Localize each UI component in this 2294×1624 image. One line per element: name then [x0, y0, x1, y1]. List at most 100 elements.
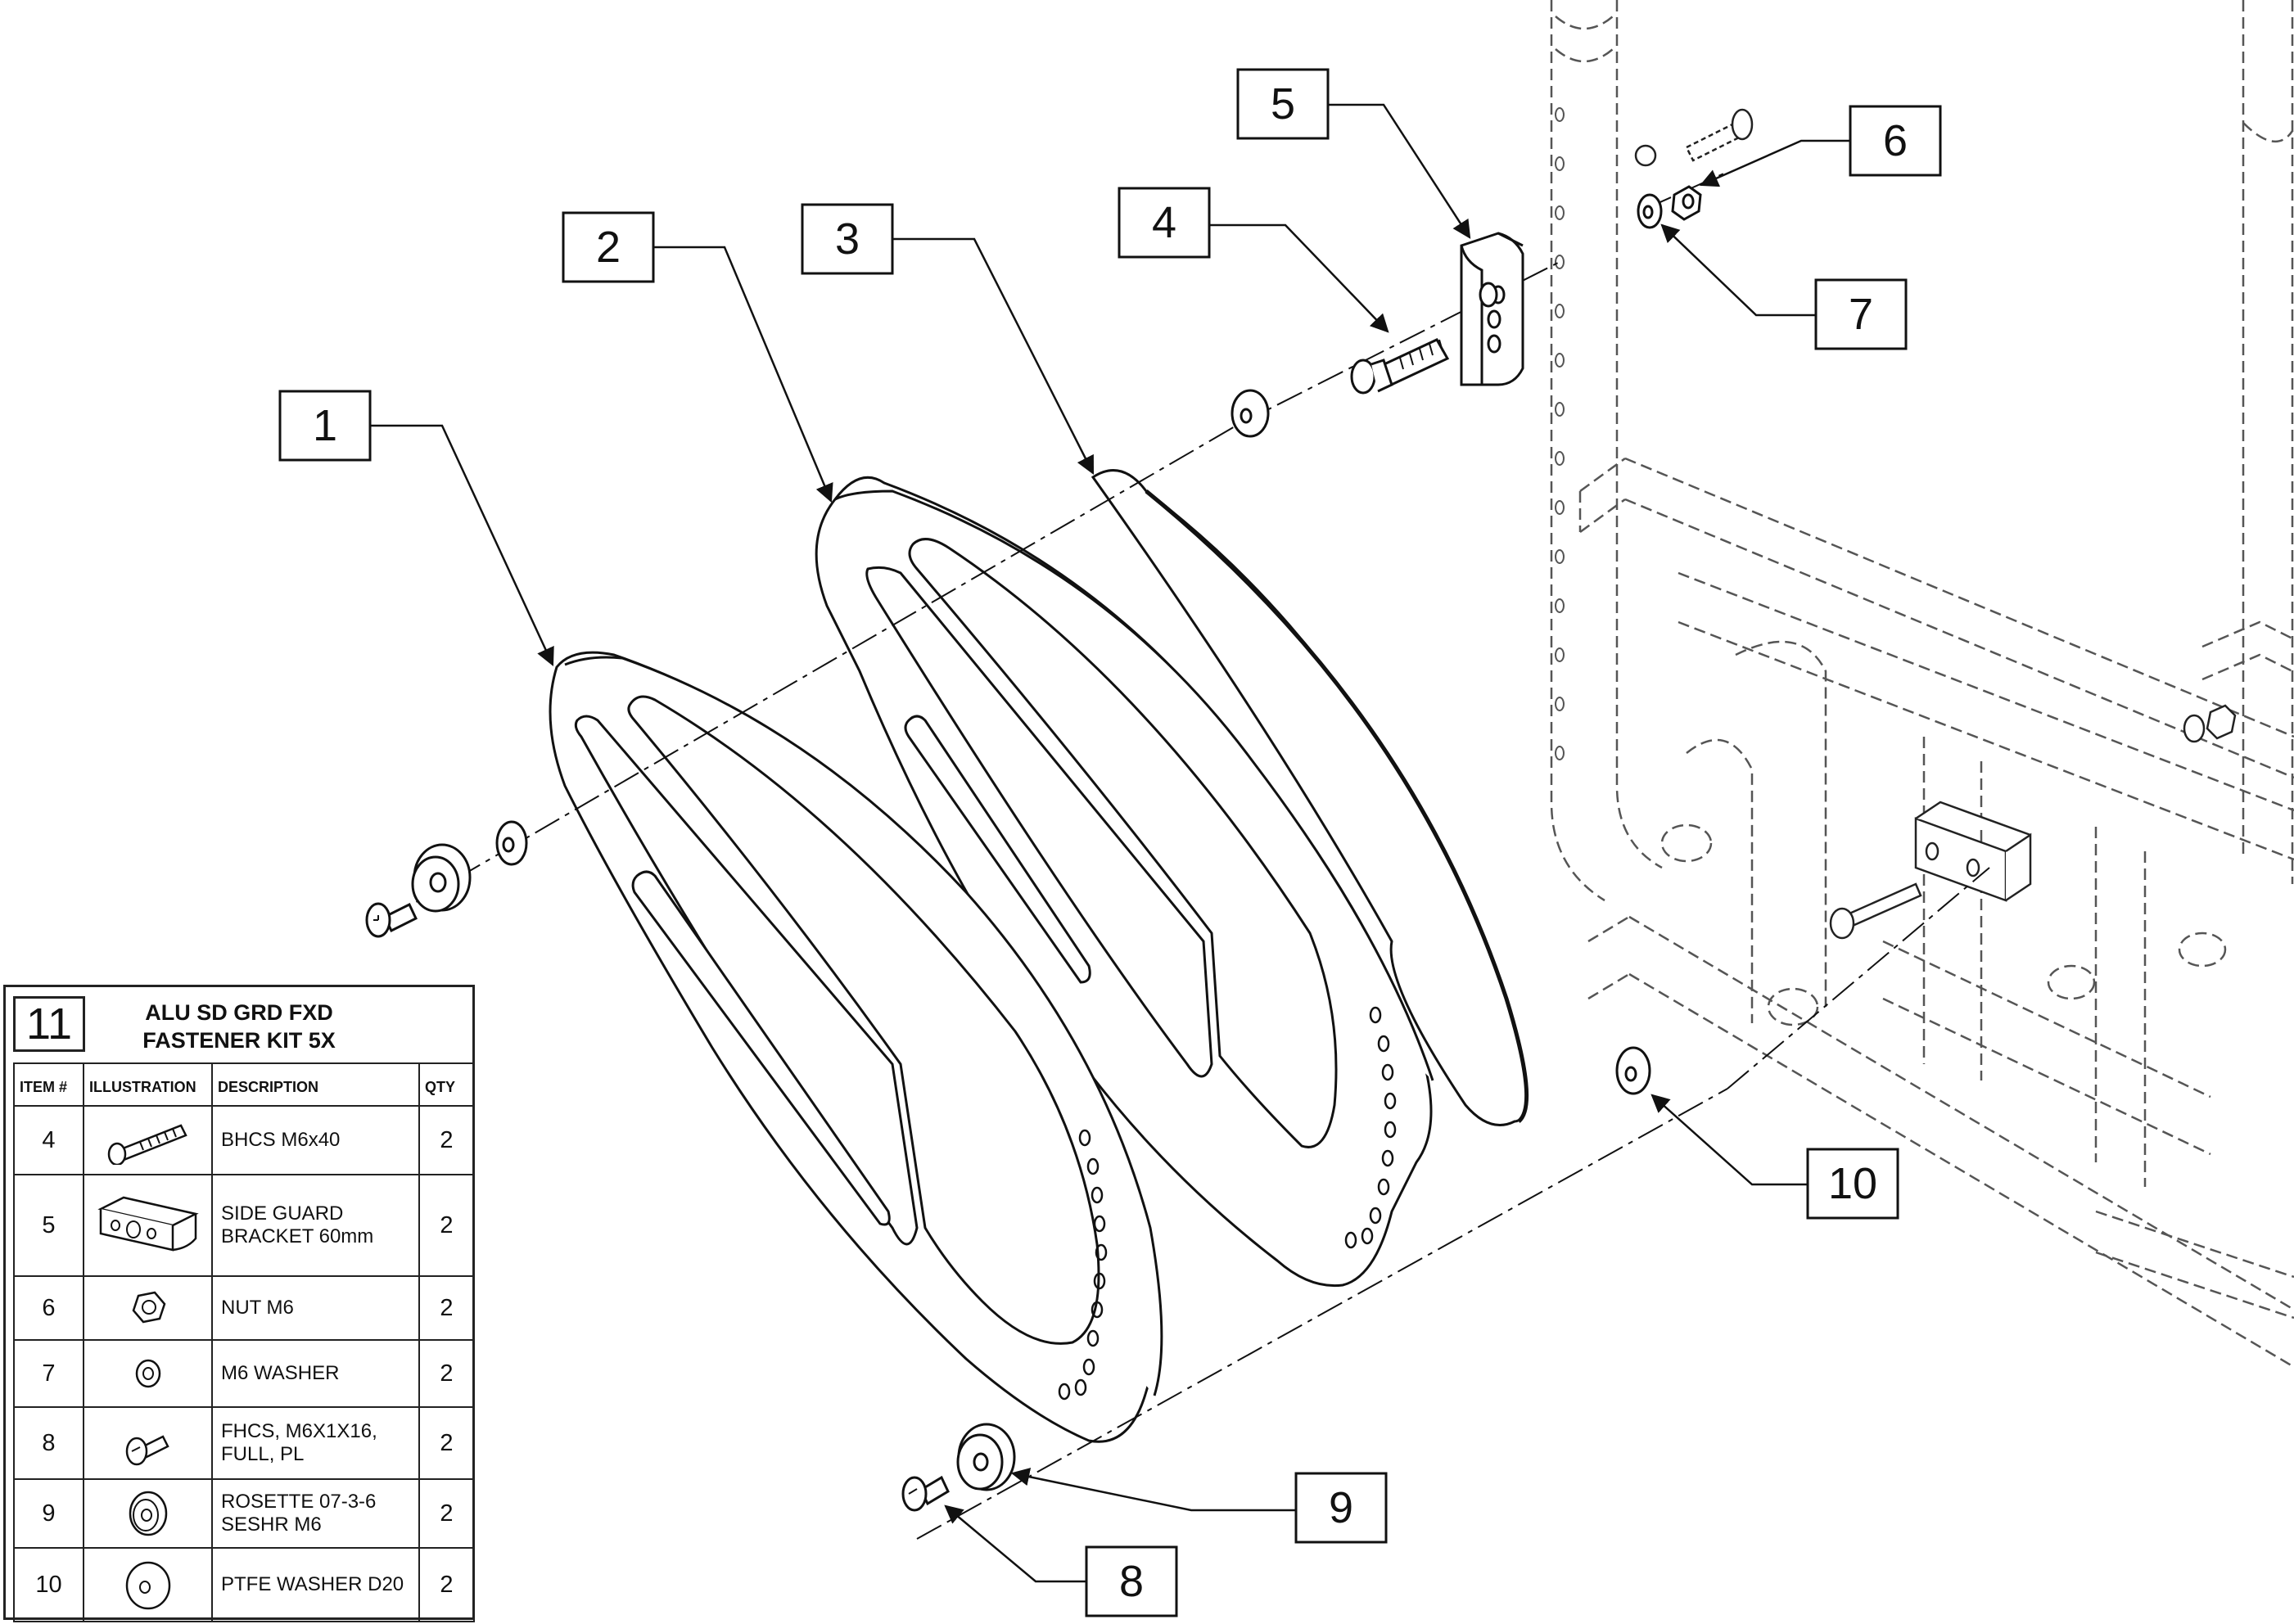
washer-icon	[135, 1359, 160, 1388]
callout-6: 6	[1699, 105, 1942, 187]
desc-line-2: SESHR M6	[221, 1513, 322, 1536]
screw-upper-left	[365, 902, 418, 938]
bolt-item-4	[1350, 338, 1450, 395]
screw-item-8	[901, 1475, 950, 1512]
kit-item-number: 11	[13, 996, 85, 1052]
svg-text:10: 10	[1828, 1159, 1877, 1208]
side-guard-plate-2	[815, 476, 1434, 1288]
desc-line-1: BHCS M6x40	[221, 1129, 341, 1151]
desc-line-2: BRACKET 60mm	[221, 1225, 374, 1247]
frame-holes	[1555, 107, 1565, 760]
header-qty: QTY	[418, 1062, 475, 1107]
desc-line-1: FHCS, M6X1X16,	[221, 1420, 377, 1442]
row-qty: 2	[418, 1174, 475, 1277]
plate-1-holes	[1058, 1129, 1108, 1401]
table-row: 10 PTFE WASHER D20 2	[13, 1547, 475, 1622]
row-qty: 2	[418, 1339, 475, 1408]
desc-line-1: M6 WASHER	[221, 1362, 340, 1384]
table-row: 4 BHCS M6x40 2	[13, 1105, 475, 1175]
desc-line-2: FULL, PL	[221, 1443, 305, 1465]
side-guard-plate-1	[549, 651, 1163, 1443]
flat-screw-icon	[125, 1435, 169, 1466]
header-item: ITEM #	[13, 1062, 84, 1107]
header-description: DESCRIPTION	[211, 1062, 420, 1107]
callout-4: 4	[1118, 187, 1389, 333]
callout-3: 3	[801, 203, 1095, 476]
row-description: M6 WASHER	[211, 1339, 420, 1408]
row-qty: 2	[418, 1275, 475, 1341]
rosette-item-9	[956, 1423, 1016, 1491]
kit-title-line-1: ALU SD GRD FXD	[145, 1000, 333, 1025]
svg-text:3: 3	[835, 214, 860, 264]
row-item: 10	[13, 1547, 84, 1622]
row-description: ROSETTE 07-3-6 SESHR M6	[211, 1478, 420, 1549]
row-illustration	[83, 1406, 213, 1480]
table-row: 5 SIDE GUARD BRACKET 60mm 2	[13, 1174, 475, 1277]
row-illustration	[83, 1478, 213, 1549]
svg-text:1: 1	[313, 401, 337, 450]
row-item: 4	[13, 1105, 84, 1175]
parts-table: ITEM # ILLUSTRATION DESCRIPTION QTY 4 BH…	[13, 1062, 475, 1622]
row-description: BHCS M6x40	[211, 1105, 420, 1175]
bracket-item-5	[1460, 232, 1524, 386]
callout-9: 9	[1010, 1468, 1388, 1544]
row-illustration	[83, 1174, 213, 1277]
washer-upper-left	[495, 820, 528, 866]
fastener-hardware	[365, 185, 1702, 1512]
washer-item-7	[1637, 193, 1663, 229]
nut-item-6	[1671, 185, 1702, 221]
frame-side-hardware	[1634, 108, 2237, 940]
row-item: 5	[13, 1174, 84, 1277]
rosette-upper-left	[411, 843, 472, 913]
row-item: 8	[13, 1406, 84, 1480]
row-description: SIDE GUARD BRACKET 60mm	[211, 1174, 420, 1277]
row-item: 6	[13, 1275, 84, 1341]
wheelchair-frame-phantom	[1550, 0, 2294, 1369]
rosette-icon	[129, 1491, 167, 1536]
row-illustration	[83, 1547, 213, 1622]
header-illustration: ILLUSTRATION	[83, 1062, 213, 1107]
desc-line-1: SIDE GUARD	[221, 1202, 344, 1225]
svg-text:7: 7	[1849, 290, 1873, 339]
row-qty: 2	[418, 1105, 475, 1175]
hex-nut-icon	[132, 1291, 165, 1324]
svg-text:4: 4	[1152, 198, 1176, 247]
bracket-icon	[97, 1196, 199, 1252]
ptfe-washer-upper	[1231, 389, 1270, 438]
row-qty: 2	[418, 1406, 475, 1480]
callout-5: 5	[1236, 68, 1471, 239]
row-description: FHCS, M6X1X16, FULL, PL	[211, 1406, 420, 1480]
row-illustration	[83, 1339, 213, 1408]
svg-text:6: 6	[1883, 116, 1908, 165]
row-description: NUT M6	[211, 1275, 420, 1341]
callout-7: 7	[1660, 223, 1908, 350]
callout-10: 10	[1651, 1094, 1899, 1220]
row-item: 9	[13, 1478, 84, 1549]
desc-line-1: PTFE WASHER D20	[221, 1573, 404, 1595]
table-row: 9 ROSETTE 07-3-6 SESHR M6 2	[13, 1478, 475, 1549]
desc-line-1: NUT M6	[221, 1297, 294, 1319]
svg-text:8: 8	[1119, 1557, 1144, 1606]
row-illustration	[83, 1105, 213, 1175]
row-item: 7	[13, 1339, 84, 1408]
kit-title: ALU SD GRD FXD FASTENER KIT 5X	[96, 999, 382, 1054]
desc-line-1: ROSETTE 07-3-6	[221, 1491, 377, 1513]
callout-8: 8	[944, 1504, 1178, 1617]
bolt-long-icon	[107, 1124, 187, 1165]
callout-2: 2	[562, 211, 833, 503]
row-illustration	[83, 1275, 213, 1341]
svg-text:2: 2	[596, 223, 621, 272]
row-qty: 2	[418, 1547, 475, 1622]
svg-text:9: 9	[1329, 1483, 1353, 1532]
kit-title-line-2: FASTENER KIT 5X	[142, 1028, 336, 1053]
fastener-kit-table: 11 ALU SD GRD FXD FASTENER KIT 5X ITEM #…	[3, 985, 475, 1622]
ptfe-washer-item-10	[1615, 1046, 1651, 1095]
table-row: 6 NUT M6 2	[13, 1275, 475, 1341]
svg-text:5: 5	[1271, 79, 1295, 129]
plate-2-holes	[1344, 1006, 1397, 1249]
row-description: PTFE WASHER D20	[211, 1547, 420, 1622]
side-guard-plate-3	[1091, 469, 1529, 1126]
ptfe-washer-icon	[125, 1561, 170, 1610]
table-row: 7 M6 WASHER 2	[13, 1339, 475, 1408]
